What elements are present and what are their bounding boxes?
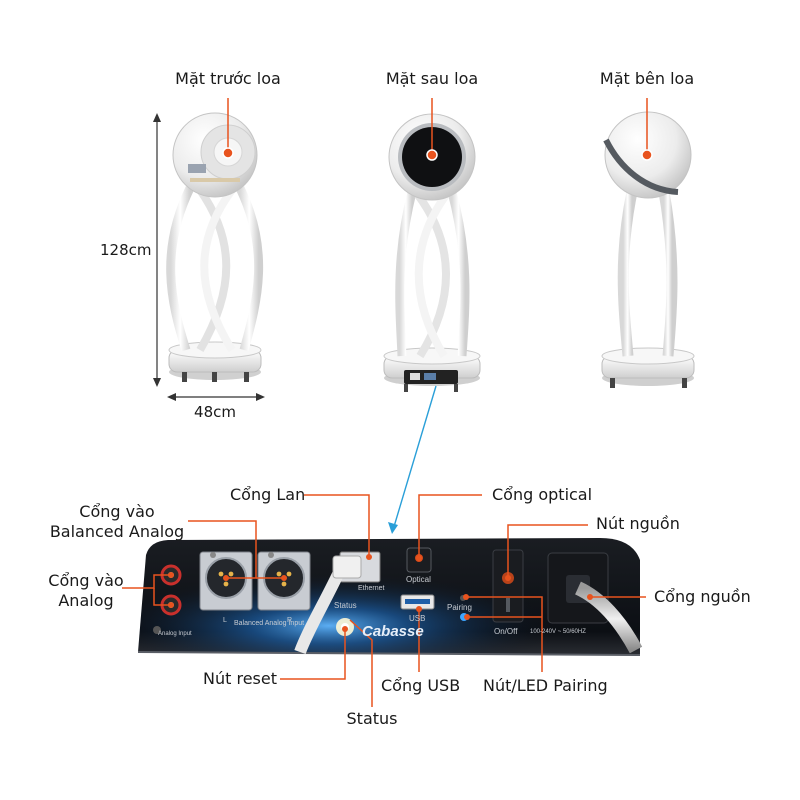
width-dimension-label: 48cm [194, 403, 236, 421]
status-label: Status [346, 709, 398, 728]
width-dimension-arrow [167, 393, 265, 401]
panel-voltage-text: 100-240V ~ 50/60HZ [530, 629, 586, 635]
panel-left-text: L [223, 617, 227, 624]
front-view-speaker [166, 112, 264, 382]
panel-balanced-text: Balanced Analog Input [234, 620, 304, 627]
height-dimension-label: 128cm [100, 241, 152, 259]
usb-port-label: Cổng USB [381, 676, 461, 695]
side-view-label: Mặt bên loa [599, 69, 695, 88]
power-inlet [547, 552, 643, 654]
panel-print: Ethernet Optical USB Status Pairing On/O… [158, 575, 586, 640]
power-port-label: Cổng nguồn [654, 587, 751, 606]
lan-port-label: Cổng Lan [230, 485, 306, 504]
height-dimension-arrow [153, 113, 161, 387]
panel-logo-text: Cabasse [362, 623, 424, 640]
panel-on-off-text: On/Off [494, 627, 518, 636]
view-callouts [222, 98, 653, 161]
panel-pairing-text: Pairing [447, 603, 472, 612]
panel-usb-text: USB [409, 614, 425, 623]
back-view-label: Mặt sau loa [385, 69, 479, 88]
panel-callout-lines [122, 494, 646, 707]
pairing-label: Nút/LED Pairing [483, 676, 608, 695]
balanced-input-label-line2: Balanced Analog [49, 522, 185, 541]
front-view-label: Mặt trước loa [175, 69, 281, 88]
analog-input-label-line2: Analog [58, 591, 114, 610]
panel-ethernet-text: Ethernet [358, 585, 385, 592]
power-button-label: Nút nguồn [596, 514, 680, 533]
analog-input-label-line1: Cổng vào [48, 571, 124, 590]
panel-status-text: Status [334, 601, 357, 610]
panel-analog-input-text: Analog Input [158, 631, 192, 637]
panel-optical-text: Optical [406, 575, 431, 584]
balanced-input-label-line1: Cổng vào [79, 502, 155, 521]
optical-port-label: Cổng optical [492, 485, 593, 504]
panel-right-text: R [287, 617, 292, 624]
zoom-arrow [388, 385, 437, 534]
reset-button-label: Nút reset [203, 669, 277, 688]
